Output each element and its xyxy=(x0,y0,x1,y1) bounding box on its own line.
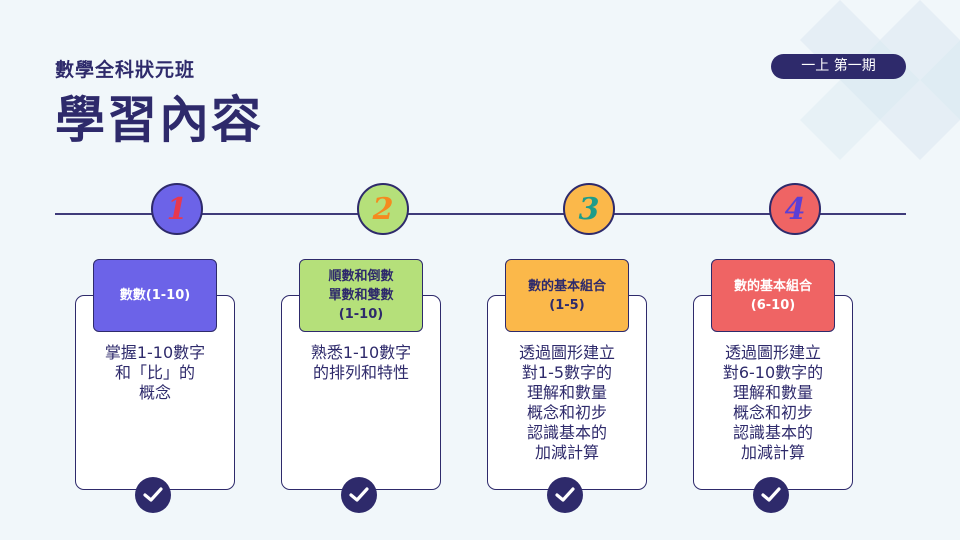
step-title: 數的基本組合 (6-10) xyxy=(711,259,835,332)
timeline-line xyxy=(55,213,906,215)
step-description: 掌握1-10數字 和「比」的 概念 xyxy=(104,343,206,402)
step-3: 3 數的基本組合 (1-5) 透過圖形建立 對1-5數字的 理解和數量 概念和初… xyxy=(487,183,697,513)
step-title: 順數和倒數 單數和雙數 (1-10) xyxy=(299,259,423,332)
step-description: 透過圖形建立 對6-10數字的 理解和數量 概念和初步 認識基本的 加減計算 xyxy=(722,343,824,462)
course-subtitle: 數學全科狀元班 xyxy=(55,59,196,81)
decorative-diamond-pattern xyxy=(800,0,960,160)
check-icon xyxy=(547,477,583,513)
step-1: 1 數數(1-10) 掌握1-10數字 和「比」的 概念 xyxy=(75,183,285,513)
page-title: 學習內容 xyxy=(55,91,263,149)
step-title: 數的基本組合 (1-5) xyxy=(505,259,629,332)
check-icon xyxy=(135,477,171,513)
step-description: 透過圖形建立 對1-5數字的 理解和數量 概念和初步 認識基本的 加減計算 xyxy=(518,343,615,462)
check-icon xyxy=(753,477,789,513)
step-number-badge: 3 xyxy=(563,183,615,235)
step-number-badge: 1 xyxy=(151,183,203,235)
step-number-badge: 4 xyxy=(769,183,821,235)
session-badge: 一上 第一期 xyxy=(771,54,906,79)
check-icon xyxy=(341,477,377,513)
step-2: 2 順數和倒數 單數和雙數 (1-10) 熟悉1-10數字 的排列和特性 xyxy=(281,183,491,513)
step-description: 熟悉1-10數字 的排列和特性 xyxy=(310,343,412,382)
step-number-badge: 2 xyxy=(357,183,409,235)
step-title: 數數(1-10) xyxy=(93,259,217,332)
step-4: 4 數的基本組合 (6-10) 透過圖形建立 對6-10數字的 理解和數量 概念… xyxy=(693,183,903,513)
